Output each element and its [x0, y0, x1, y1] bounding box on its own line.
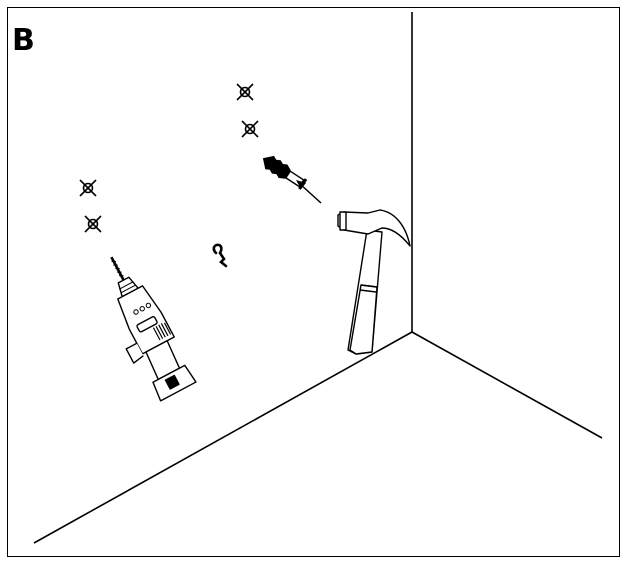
- drill-icon: [110, 256, 197, 402]
- screw-hook-icon: [212, 243, 228, 268]
- drill-mark-icon: [241, 120, 259, 138]
- figure-frame: [7, 7, 620, 557]
- room-corner: [33, 12, 603, 544]
- drill-mark-icon: [236, 83, 254, 101]
- step-label: B: [12, 23, 35, 58]
- insert-arrow: [296, 180, 322, 204]
- floor-right-line: [411, 331, 603, 439]
- drill-mark-icon: [84, 215, 102, 233]
- drill-mark-icon: [79, 179, 97, 197]
- hammer-icon: [337, 209, 411, 355]
- floor-left-line: [33, 331, 413, 544]
